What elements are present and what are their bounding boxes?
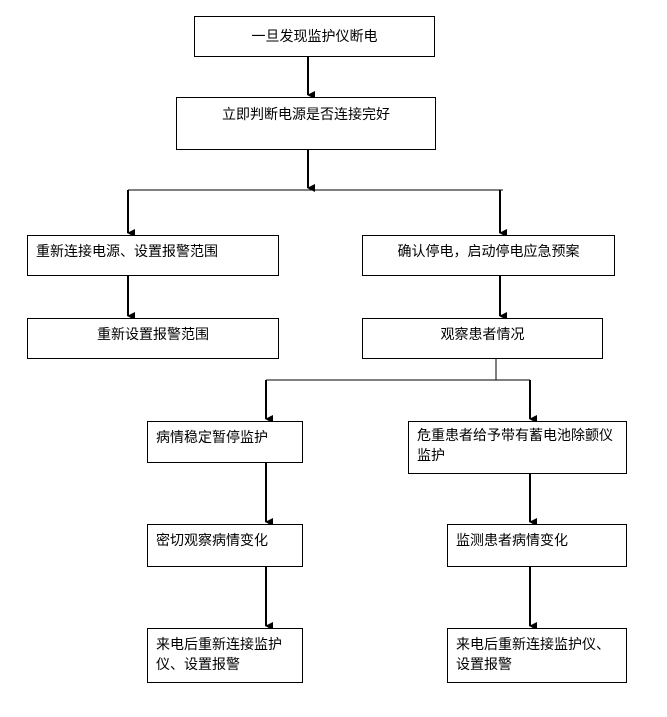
node-confirm-outage: 确认停电，启动停电应急预案: [362, 235, 615, 276]
node-reconnect-power: 重新连接电源、设置报警范围: [27, 235, 279, 276]
node-reset-alarm-text: 重新设置报警范围: [97, 327, 209, 343]
node-start: 一旦发现监护仪断电: [194, 16, 435, 57]
node-close-watch: 密切观察病情变化: [147, 524, 303, 567]
node-monitor-change: 监测患者病情变化: [447, 524, 627, 567]
node-confirm-outage-text: 确认停电，启动停电应急预案: [397, 244, 580, 260]
node-reset-alarm: 重新设置报警范围: [27, 318, 279, 359]
node-monitor-change-text: 监测患者病情变化: [456, 533, 568, 549]
node-check-power-text: 立即判断电源是否连接完好: [222, 107, 390, 123]
node-observe: 观察患者情况: [362, 318, 603, 359]
node-reconnect-power-text: 重新连接电源、设置报警范围: [36, 244, 218, 260]
node-close-watch-text: 密切观察病情变化: [156, 533, 268, 549]
node-start-text: 一旦发现监护仪断电: [251, 28, 378, 45]
node-restore-left-text: 来电后重新连接监护仪、设置报警: [156, 637, 282, 673]
node-restore-left: 来电后重新连接监护仪、设置报警: [147, 628, 303, 683]
node-restore-right-text: 来电后重新连接监护仪、设置报警: [456, 637, 610, 673]
node-stable-pause: 病情稳定暂停监护: [147, 421, 303, 463]
node-observe-text: 观察患者情况: [440, 327, 525, 343]
node-stable-pause-text: 病情稳定暂停监护: [156, 430, 268, 446]
node-restore-right: 来电后重新连接监护仪、设置报警: [447, 628, 627, 683]
node-critical-defib: 危重患者给予带有蓄电池除颤仪监护: [408, 421, 627, 474]
node-critical-defib-text: 危重患者给予带有蓄电池除颤仪监护: [417, 428, 613, 464]
node-check-power: 立即判断电源是否连接完好: [176, 97, 436, 150]
